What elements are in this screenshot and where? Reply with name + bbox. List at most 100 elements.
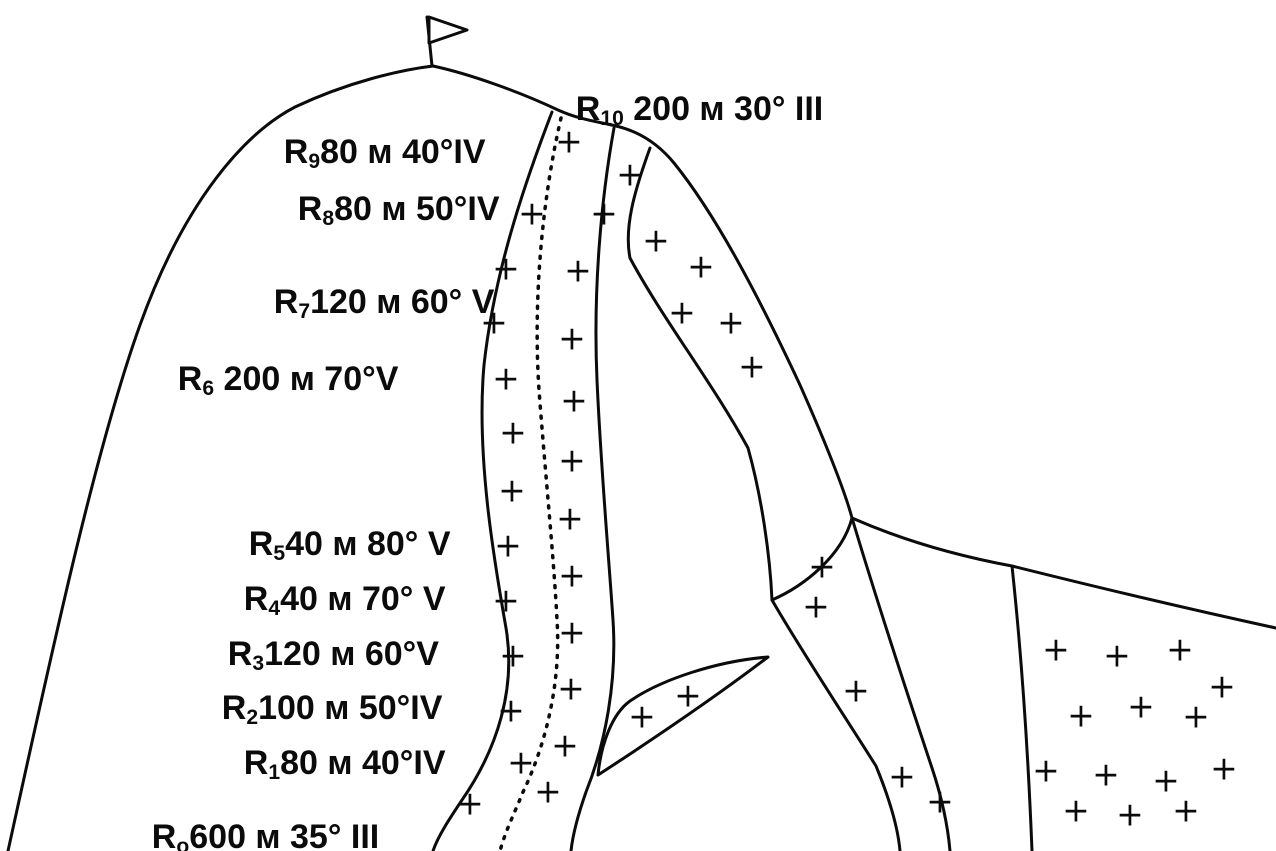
- plus-mark: +: [558, 613, 586, 652]
- outer-face-edge: [672, 161, 902, 851]
- pitch-info: 40 м 80° V: [285, 525, 451, 564]
- plus-marks-layer: + + + + + + + + + + + + + + + + + + + + + + + + + + + + + + + + + + + + + + + +…: [456, 122, 1238, 834]
- route-label-r10: R10 200 м 30° III: [538, 54, 823, 166]
- plus-mark: +: [456, 784, 484, 823]
- plus-mark: +: [498, 471, 526, 510]
- pitch-subscript: 2: [246, 706, 259, 730]
- pitch-prefix: R: [273, 283, 299, 322]
- pitch-prefix: R: [575, 90, 601, 129]
- plus-mark: +: [518, 194, 546, 233]
- route-label-r0: Ro600 м 35° III: [114, 782, 379, 851]
- pitch-subscript: o: [176, 835, 190, 851]
- pitch-subscript: 8: [322, 207, 335, 231]
- plus-mark: +: [499, 636, 527, 675]
- plus-mark: +: [492, 249, 520, 288]
- pitch-subscript: 7: [298, 300, 311, 324]
- plus-mark: +: [558, 441, 586, 480]
- route-label-r7: R7120 м 60° V: [236, 247, 495, 359]
- pitch-subscript: 10: [600, 107, 624, 131]
- sliver-outline: [596, 655, 770, 777]
- band-right-edge: [850, 516, 952, 851]
- plus-mark: +: [551, 726, 579, 765]
- pitch-prefix: R: [283, 133, 309, 172]
- plus-mark: +: [628, 697, 656, 736]
- pitch-info: 200 м 30° III: [623, 90, 824, 129]
- plus-mark: +: [842, 671, 870, 710]
- pitch-info: 80 м 40°IV: [280, 744, 446, 783]
- plus-mark: +: [616, 155, 644, 194]
- pitch-info: 80 м 50°IV: [334, 190, 500, 229]
- plus-mark: +: [558, 556, 586, 595]
- pitch-prefix: R: [221, 689, 247, 728]
- plus-mark: +: [480, 303, 508, 342]
- plus-mark: +: [1116, 795, 1144, 834]
- plus-mark: +: [926, 782, 954, 821]
- pitch-prefix: R: [243, 580, 269, 619]
- pitch-info: 200 м 70°V: [214, 360, 399, 399]
- pitch-subscript: 5: [273, 542, 286, 566]
- left-ridge-line: [6, 64, 435, 851]
- pitch-prefix: R: [151, 818, 177, 851]
- plus-mark: +: [1208, 667, 1236, 706]
- plus-mark: +: [507, 743, 535, 782]
- route-label-r3: R3120 м 60°V: [190, 599, 439, 711]
- couloir-left-edge: [431, 110, 554, 851]
- couloir-right-edge: [569, 126, 616, 851]
- plus-mark: +: [556, 499, 584, 538]
- plus-mark: +: [1210, 749, 1238, 788]
- summit-flag-icon: [425, 15, 469, 68]
- plus-mark: +: [717, 303, 745, 342]
- pitch-subscript: 3: [252, 652, 265, 676]
- plus-mark: +: [534, 772, 562, 811]
- plus-mark: +: [1062, 791, 1090, 830]
- pitch-info: 40 м 70° V: [280, 580, 446, 619]
- plus-mark: +: [1103, 636, 1131, 675]
- route-label-r1: R180 м 40°IV: [206, 708, 446, 820]
- pitch-prefix: R: [248, 525, 274, 564]
- pitch-prefix: R: [177, 360, 203, 399]
- plus-mark: +: [590, 194, 618, 233]
- plus-mark: +: [558, 319, 586, 358]
- pitch-info: 100 м 50°IV: [258, 689, 443, 728]
- pitch-prefix: R: [297, 190, 323, 229]
- pitch-info: 120 м 60°V: [264, 635, 439, 674]
- plus-mark: +: [557, 669, 585, 708]
- route-label-r6: R6 200 м 70°V: [140, 324, 399, 436]
- route-label-r8: R880 м 50°IV: [260, 154, 500, 266]
- plus-mark: +: [1152, 761, 1180, 800]
- plus-mark: +: [1182, 697, 1210, 736]
- plus-mark: +: [808, 547, 836, 586]
- pitch-subscript: 6: [202, 377, 215, 401]
- plus-mark: +: [494, 526, 522, 565]
- plus-mark: +: [1166, 630, 1194, 669]
- plus-mark: +: [492, 581, 520, 620]
- plus-mark: +: [555, 122, 583, 161]
- right-divider-edge: [1010, 564, 1034, 851]
- plus-mark: +: [668, 293, 696, 332]
- plus-mark: +: [492, 359, 520, 398]
- pitch-info: 600 м 35° III: [189, 818, 380, 851]
- summit-ridge-line: [431, 64, 676, 165]
- plus-mark: +: [499, 413, 527, 452]
- route-label-r4: R440 м 70° V: [206, 544, 446, 656]
- route-label-r5: R540 м 80° V: [211, 489, 451, 601]
- plus-mark: +: [1172, 791, 1200, 830]
- pitch-prefix: R: [243, 744, 269, 783]
- pitch-info: 120 м 60° V: [310, 283, 495, 322]
- pitch-subscript: 4: [268, 597, 281, 621]
- plus-mark: +: [642, 221, 670, 260]
- plus-mark: +: [497, 691, 525, 730]
- right-sweep-edge: [850, 516, 1276, 630]
- pitch-info: 80 м 40°IV: [320, 133, 486, 172]
- route-dotted-line: [498, 116, 563, 851]
- plus-mark: +: [1032, 751, 1060, 790]
- plus-mark: +: [564, 251, 592, 290]
- route-label-r2: R2100 м 50°IV: [184, 653, 443, 765]
- plus-mark: +: [802, 587, 830, 626]
- plus-mark: +: [1042, 630, 1070, 669]
- plus-mark: +: [1067, 696, 1095, 735]
- pitch-prefix: R: [227, 635, 253, 674]
- plus-mark: +: [888, 757, 916, 796]
